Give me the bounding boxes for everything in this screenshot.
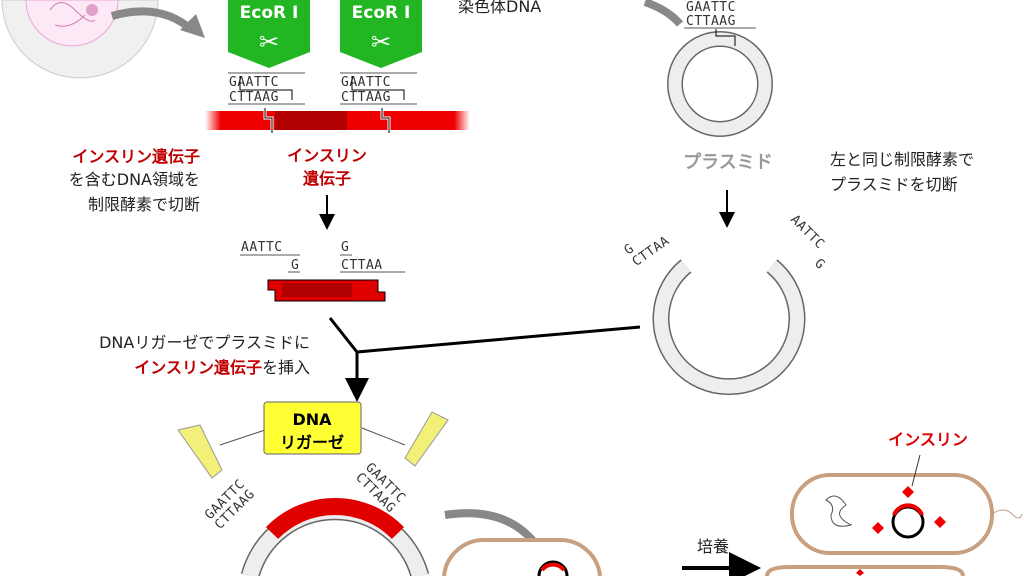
plasmid-label: プラスミド <box>683 151 773 173</box>
insulin-label: インスリン <box>888 430 968 449</box>
svg-text:CTTAA: CTTAA <box>341 258 383 273</box>
left-desc-line2: を含むDNA領域を <box>69 170 200 189</box>
insert-desc-line1: DNAリガーゼでプラスミドに <box>99 333 310 352</box>
svg-text:EcoR Ⅰ: EcoR Ⅰ <box>240 3 299 23</box>
svg-text:DNA: DNA <box>292 410 332 429</box>
recognition-site-2: GAATTC CTTAAG <box>340 72 417 105</box>
ligase-enzyme-left <box>177 424 223 479</box>
bacterium-producing-insulin <box>790 454 1023 555</box>
svg-text:G: G <box>291 258 299 273</box>
svg-text:G: G <box>341 240 349 255</box>
join-arrow <box>328 317 641 390</box>
curved-arrow-icon <box>643 0 684 27</box>
svg-text:リガーゼ: リガーゼ <box>280 433 344 452</box>
recombinant-plasmid: GAATTCCTTAAG GAATTCCTTAAG <box>202 460 430 576</box>
enzyme-tag-1: EcoR Ⅰ ✂ <box>228 0 310 68</box>
bacterium-transformed <box>442 537 602 576</box>
svg-text:AATTC: AATTC <box>241 240 283 255</box>
svg-text:GAATTC: GAATTC <box>229 75 279 90</box>
svg-text:EcoR Ⅰ: EcoR Ⅰ <box>352 3 411 23</box>
svg-text:CTTAAG: CTTAAG <box>341 90 391 105</box>
plasmid-opened: GCTTAA AATTCG <box>622 212 837 396</box>
svg-text:GAATTC: GAATTC <box>341 75 391 90</box>
open-end-right-sequence: AATTCG <box>777 212 837 272</box>
ligase-enzyme-right <box>404 411 449 467</box>
culture-label: 培養 <box>697 537 729 556</box>
recognition-site-1: GAATTC CTTAAG <box>228 72 305 105</box>
enzyme-tag-2: EcoR Ⅰ ✂ <box>340 0 422 68</box>
left-desc-line3: 制限酵素で切断 <box>88 195 200 214</box>
scissors-icon: ✂ <box>259 28 279 56</box>
open-end-left-sequence: GCTTAA <box>622 222 673 270</box>
ligated-site-left-sequence: GAATTCCTTAAG <box>202 477 258 533</box>
scissors-icon: ✂ <box>371 28 391 56</box>
excised-gene-fragment: AATTC G G CTTAA <box>240 240 405 302</box>
right-desc-line2: プラスミドを切断 <box>830 175 958 194</box>
gene-label-line2: 遺伝子 <box>303 169 351 188</box>
dna-ligase-box: DNA リガーゼ <box>219 401 406 455</box>
bacterium-producing-insulin-2 <box>765 565 965 576</box>
insert-desc-line2: インスリン遺伝子を挿入 <box>134 358 310 377</box>
chromosome-dna-label: 染色体DNA <box>458 0 541 16</box>
svg-text:CTTAAG: CTTAAG <box>229 90 279 105</box>
chromosome-dna-bar <box>205 108 470 133</box>
gene-label-line1: インスリン <box>287 146 367 165</box>
right-desc-line1: 左と同じ制限酵素で <box>830 150 974 169</box>
left-desc-gene: インスリン遺伝子 <box>72 147 200 166</box>
